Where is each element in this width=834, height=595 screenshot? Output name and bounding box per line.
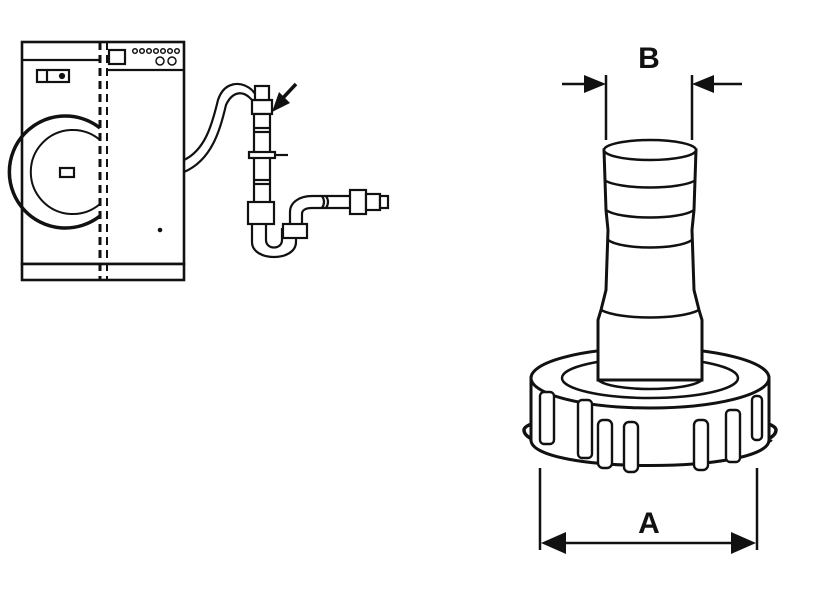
dimension-b	[562, 75, 742, 140]
washing-machine-icon	[7, 40, 186, 282]
hose-connector	[522, 138, 778, 474]
dimension-label-a: A	[638, 507, 660, 540]
dimension-a	[538, 468, 759, 554]
dimension-label-b: B	[638, 42, 660, 75]
pointer-arrow-icon	[272, 82, 298, 112]
siphon-pipe	[246, 84, 390, 259]
